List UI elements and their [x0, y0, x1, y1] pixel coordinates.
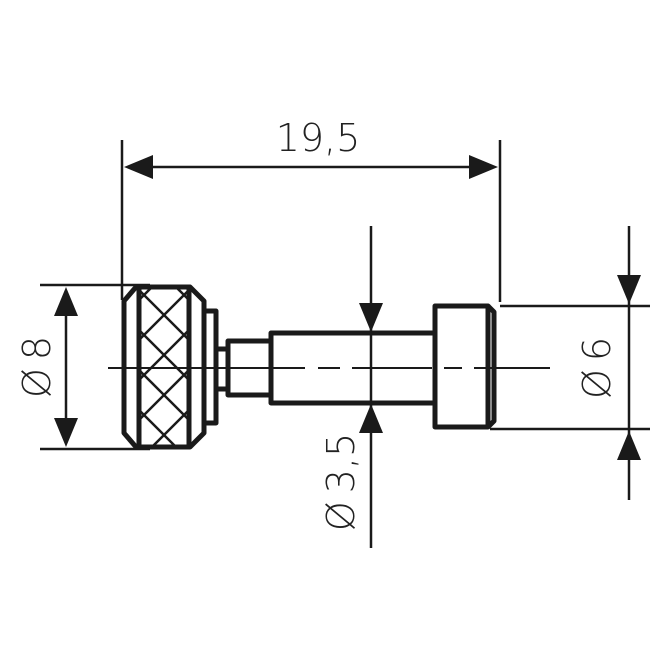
shaft-diameter-dimension: Ø3,5 — [319, 226, 383, 548]
head-chamfer — [486, 304, 497, 429]
arrowhead-up-icon — [54, 287, 78, 316]
length-label: 19,5 — [276, 116, 361, 160]
arrowhead-down-icon — [54, 418, 78, 447]
arrowhead-down-icon — [617, 275, 641, 304]
arrowhead-right-icon — [469, 155, 498, 179]
knurl-outline — [121, 284, 207, 450]
length-dimension: 19,5 — [120, 116, 502, 302]
arrowhead-left-icon — [124, 155, 153, 179]
knurled-head — [121, 284, 219, 450]
arrowhead-up-icon — [617, 431, 641, 460]
cylinder-head — [432, 303, 497, 430]
knurl-pattern — [140, 289, 188, 445]
knurl-diameter-dimension: Ø8 — [15, 283, 150, 451]
arrowhead-up-icon — [359, 404, 383, 433]
head-body — [432, 303, 491, 430]
arrowhead-down-icon — [359, 303, 383, 332]
head-diameter-label: Ø6 — [575, 337, 619, 399]
knurl-diameter-label: Ø8 — [15, 336, 59, 398]
head-diameter-dimension: Ø6 — [490, 226, 650, 500]
shaft-diameter-label: Ø3,5 — [319, 433, 363, 531]
